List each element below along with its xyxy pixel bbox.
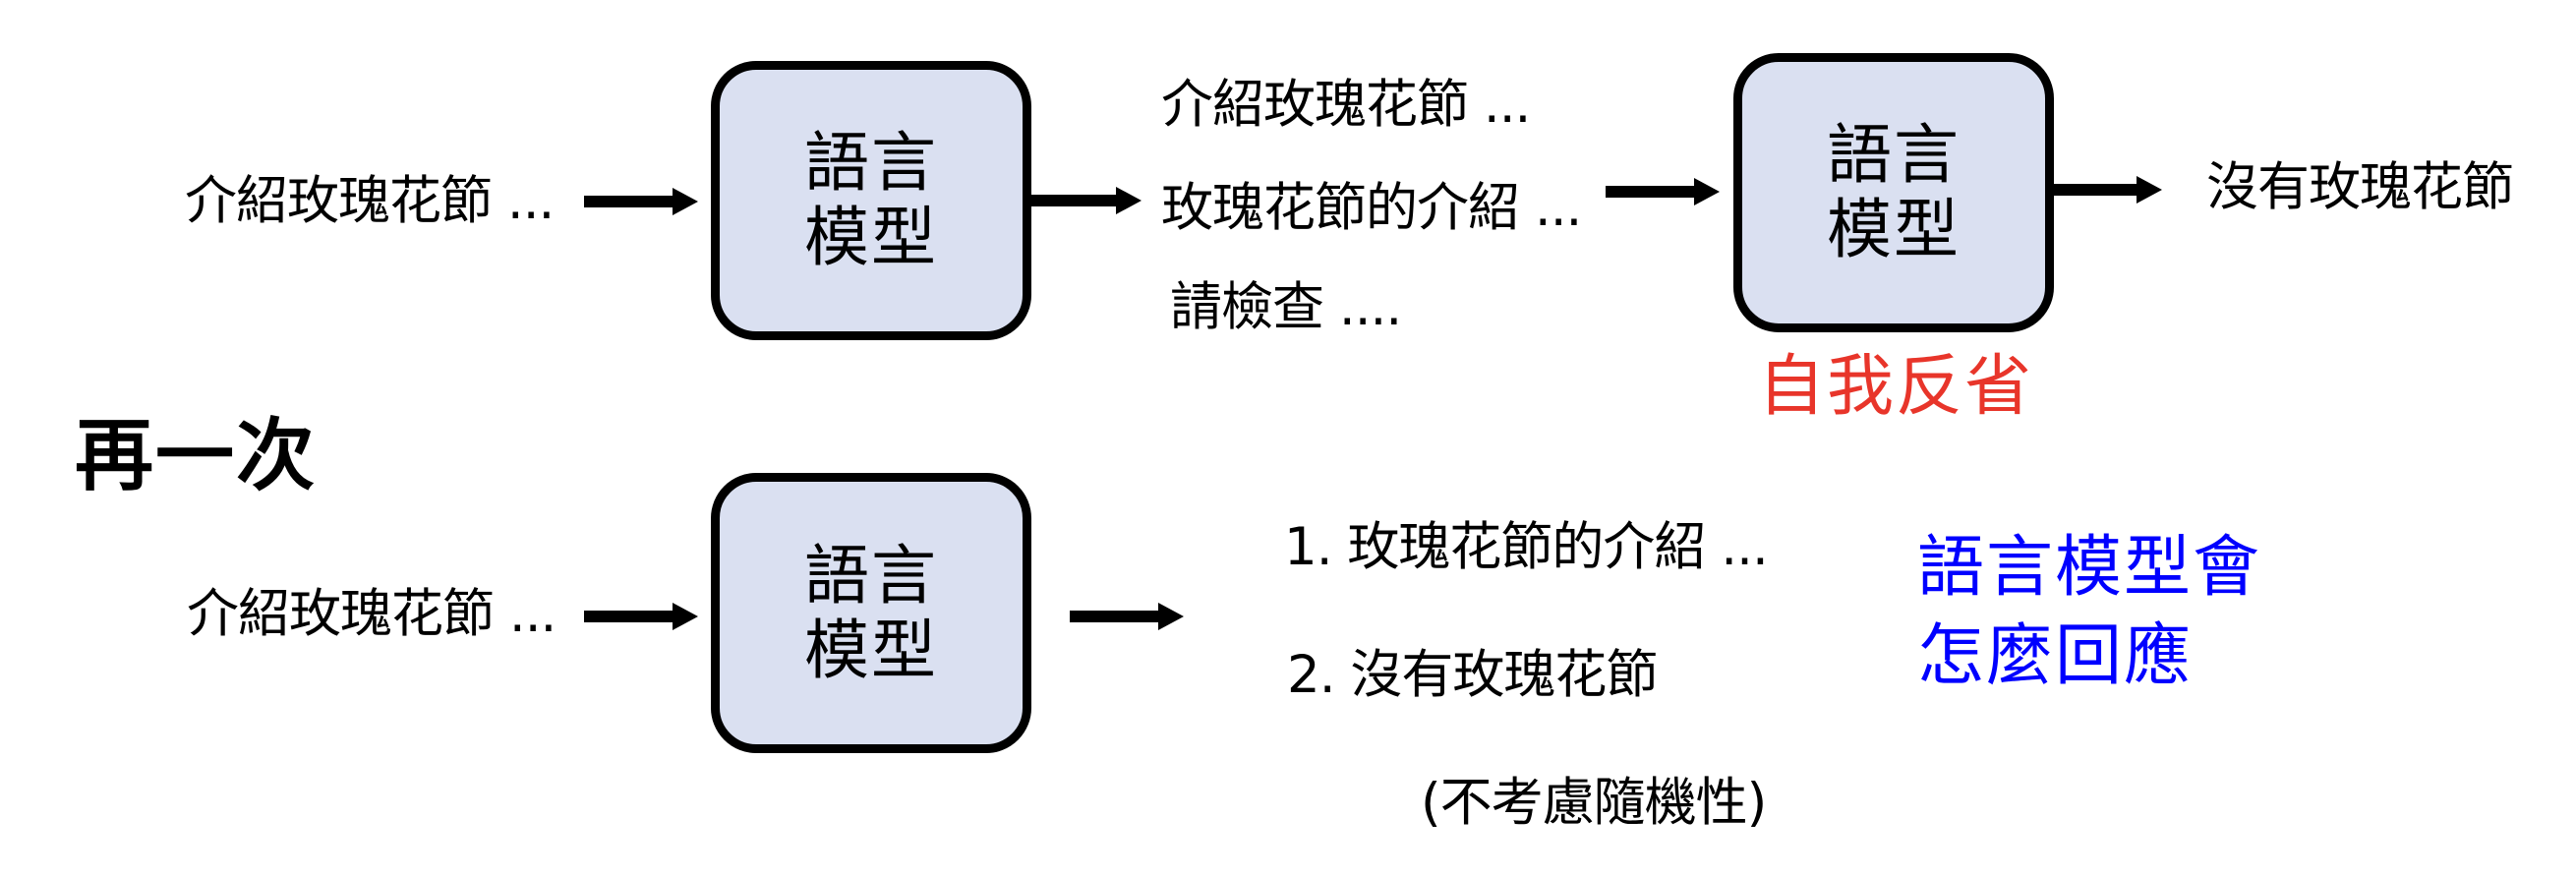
first-input-text: 介紹玫瑰花節 ... [185,171,555,231]
arrow-shaft [1606,186,1696,198]
self-reflection-label: 自我反省 [1758,348,2034,426]
arrow-head-icon [2137,176,2162,204]
arrow-shaft [584,611,674,622]
arrow-shaft [584,196,674,207]
question-line1: 語言模型會 [1917,529,2262,607]
model-label-line1: 語言 [804,125,938,201]
final-output-text: 沒有玫瑰花節 [2206,157,2514,217]
option-1: 1. 玫瑰花節的介紹 ... [1284,517,1769,577]
model-label-line1: 語言 [804,537,938,614]
model-label-line2: 模型 [1827,192,1961,267]
model-label-line2: 模型 [804,200,938,275]
question-text: 語言模型會 怎麼回應 [1917,524,2261,701]
arrow-head-icon [673,603,698,630]
intermediate-output-3: 請檢查 .... [1170,277,1402,337]
reflection-model-box: 語言 模型 [1733,53,2054,332]
intermediate-output-1: 介紹玫瑰花節 ... [1161,75,1531,135]
intermediate-output-2: 玫瑰花節的介紹 ... [1161,178,1582,238]
model-label-line2: 模型 [804,612,938,688]
randomness-note: (不考慮隨機性) [1421,773,1767,833]
arrow-input-to-model [584,188,698,215]
second-language-model-box: 語言 模型 [711,473,1031,753]
arrow-head-icon [1694,178,1720,205]
language-model-box: 語言 模型 [711,61,1031,340]
arrow-outputs-to-reflection-model [1606,178,1720,205]
arrow-reflection-to-output [2054,176,2162,204]
arrow-model-to-outputs [1031,187,1142,214]
second-input-text: 介紹玫瑰花節 ... [187,584,556,644]
arrow-model-to-options [1070,603,1184,630]
arrow-head-icon [673,188,698,215]
arrow-shaft [2054,184,2138,196]
arrow-head-icon [1158,603,1184,630]
arrow-second-input-to-model [584,603,698,630]
question-line2: 怎麼回應 [1917,617,2194,695]
arrow-shaft [1070,611,1160,622]
again-heading: 再一次 [75,410,317,501]
arrow-head-icon [1116,187,1142,214]
model-label-line1: 語言 [1827,117,1961,193]
arrow-shaft [1031,195,1118,206]
option-2: 2. 沒有玫瑰花節 [1287,645,1658,705]
